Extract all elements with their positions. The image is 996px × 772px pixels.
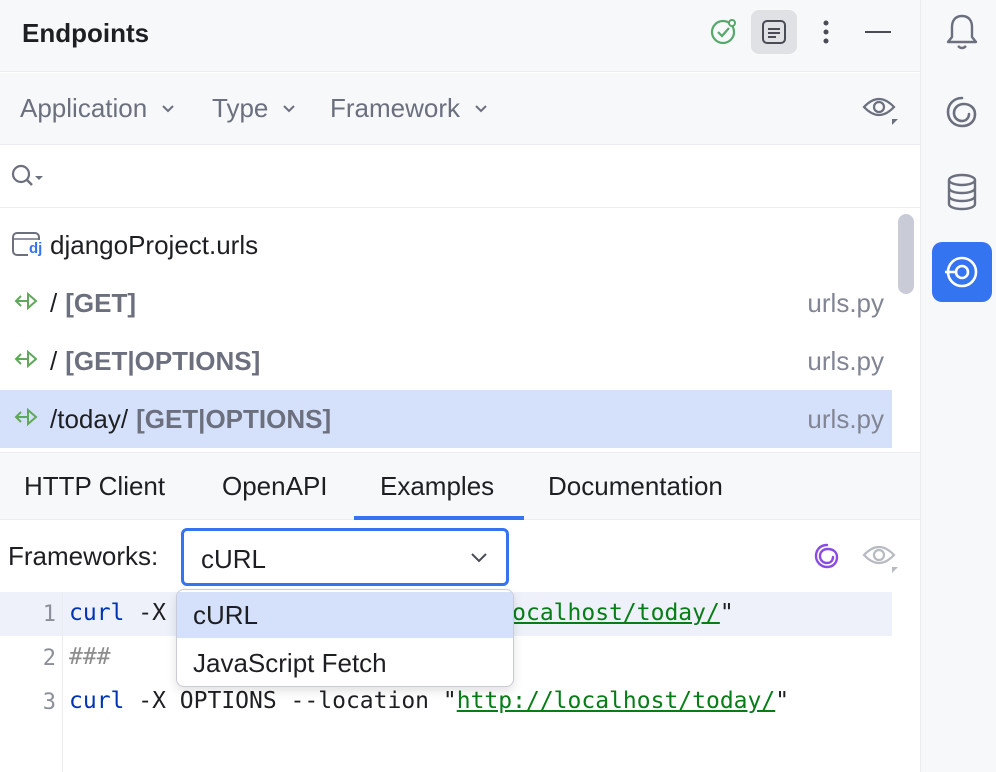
list-item-selected[interactable]: /today/ [GET|OPTIONS] urls.py (0, 390, 892, 448)
code-text: -X OPTIONS --location " (124, 688, 457, 714)
tab-http-client[interactable]: HTTP Client (24, 471, 166, 501)
ai-assistant-icon[interactable] (932, 82, 992, 142)
frameworks-row: Frameworks: cURL (0, 521, 920, 591)
filter-type-label: Type (212, 93, 269, 123)
list-item[interactable]: / [GET] urls.py (0, 274, 892, 332)
line-number: 3 (42, 690, 56, 715)
tool-window-title: Endpoints (22, 18, 150, 48)
line-number: 2 (42, 646, 56, 671)
tab-examples[interactable]: Examples (380, 471, 495, 501)
endpoint-method: [GET] (65, 287, 136, 318)
search-input[interactable] (52, 158, 902, 196)
filter-application-label: Application (20, 93, 148, 123)
more-vertical-icon[interactable] (803, 10, 849, 54)
line-number: 1 (42, 602, 56, 627)
chevron-down-icon (283, 104, 296, 112)
endpoints-icon[interactable] (932, 242, 992, 302)
django-badge: dj (28, 240, 44, 257)
code-text: " (719, 600, 734, 626)
code-line[interactable]: curl -X OPTIONS --location "http://local… (69, 688, 789, 714)
notifications-bell-icon[interactable] (932, 2, 992, 62)
list-scrollbar[interactable] (898, 214, 914, 294)
list-item[interactable]: / [GET|OPTIONS] urls.py (0, 332, 892, 390)
endpoint-arrow-icon (14, 291, 40, 316)
django-module-icon: dj (12, 231, 44, 259)
endpoint-arrow-icon (14, 407, 40, 432)
dropdown-option-javascript-fetch[interactable]: JavaScript Fetch (193, 647, 387, 678)
filter-framework[interactable]: Framework (330, 93, 488, 124)
preview-toggle-icon[interactable] (751, 10, 797, 54)
search-icon[interactable] (10, 162, 46, 197)
code-keyword: curl (69, 600, 125, 626)
endpoint-arrow-icon (14, 349, 40, 374)
frameworks-dropdown-popup: cURL JavaScript Fetch (176, 589, 514, 687)
tool-window-header: Endpoints (0, 0, 920, 72)
endpoint-file: urls.py (807, 345, 884, 376)
filter-application[interactable]: Application (20, 93, 175, 124)
eye-icon[interactable] (862, 541, 900, 578)
frameworks-select[interactable]: cURL (181, 528, 509, 586)
gutter-separator (62, 592, 63, 772)
search-bar[interactable] (0, 146, 920, 208)
group-row[interactable]: dj djangoProject.urls (0, 216, 892, 274)
group-label: djangoProject.urls (50, 229, 259, 260)
chevron-down-icon (475, 104, 487, 112)
eye-icon[interactable] (862, 93, 900, 130)
target-check-icon[interactable] (700, 10, 746, 54)
database-icon[interactable] (932, 162, 992, 222)
filter-type[interactable]: Type (212, 93, 296, 124)
endpoint-method: [GET|OPTIONS] (136, 403, 332, 434)
dropdown-option-curl[interactable]: cURL (177, 592, 513, 638)
code-text: " (775, 688, 790, 714)
filter-framework-label: Framework (330, 93, 461, 123)
endpoint-file: urls.py (807, 287, 884, 318)
tab-openapi[interactable]: OpenAPI (222, 471, 328, 501)
endpoint-path: / (50, 345, 58, 376)
frameworks-select-value: cURL (201, 544, 267, 574)
right-tool-strip (920, 0, 996, 772)
filter-bar: Application Type Framework (0, 73, 920, 145)
endpoint-method: [GET|OPTIONS] (65, 345, 261, 376)
endpoints-list: dj djangoProject.urls / [GET] urls.py / … (0, 208, 892, 452)
endpoint-file: urls.py (807, 403, 884, 434)
code-comment[interactable]: ### (69, 644, 111, 670)
chevron-down-icon (471, 553, 487, 563)
active-tab-indicator (354, 516, 524, 520)
ai-assistant-icon[interactable] (812, 541, 842, 576)
detail-tabs: HTTP Client OpenAPI Examples Documentati… (0, 452, 920, 520)
endpoints-tool-window: Endpoints Application Type Framework (0, 0, 920, 772)
chevron-down-icon (162, 104, 174, 112)
minimize-icon[interactable] (855, 10, 901, 54)
endpoint-path: /today/ (50, 403, 129, 434)
endpoint-path: / (50, 287, 58, 318)
frameworks-label: Frameworks: (8, 541, 159, 571)
tab-documentation[interactable]: Documentation (548, 471, 723, 501)
code-url[interactable]: http://localhost/today/ (456, 688, 776, 714)
code-keyword: curl (69, 688, 125, 714)
